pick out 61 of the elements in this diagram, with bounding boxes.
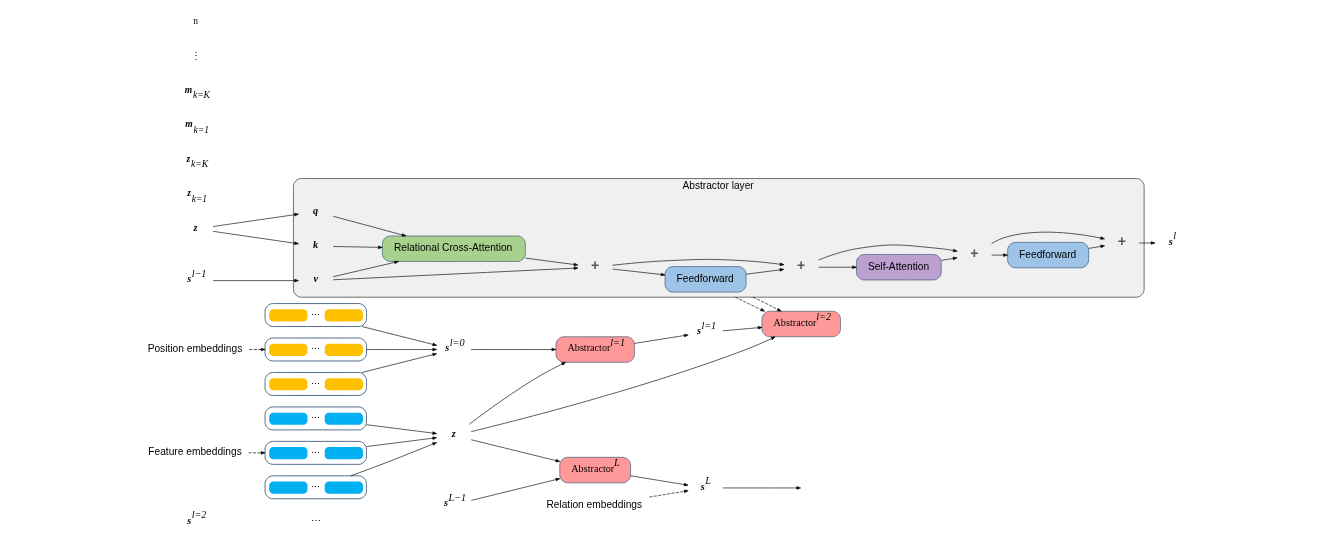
arrow bbox=[365, 436, 437, 447]
arrow bbox=[212, 213, 299, 227]
arrow bbox=[248, 347, 265, 352]
arrow bbox=[332, 245, 383, 249]
arrow bbox=[633, 333, 688, 344]
node-box: ⋯ bbox=[264, 372, 367, 396]
arrow bbox=[468, 362, 566, 425]
arrow bbox=[990, 253, 1008, 257]
node-text: + bbox=[1117, 232, 1126, 249]
arrow bbox=[247, 451, 265, 455]
node-text: + bbox=[590, 257, 599, 274]
node-text: Relation embeddings bbox=[545, 499, 642, 511]
node-box: ⋯ bbox=[264, 303, 367, 327]
arrow bbox=[470, 347, 556, 352]
node-text: + bbox=[969, 245, 978, 262]
arrow bbox=[470, 439, 560, 463]
arrow bbox=[817, 265, 857, 269]
node-box: Feedforward bbox=[1006, 242, 1089, 269]
arrow bbox=[1088, 244, 1105, 249]
arrow bbox=[524, 257, 578, 267]
arrow bbox=[212, 278, 299, 283]
arrow bbox=[990, 231, 1105, 244]
node-box: Feedforward bbox=[664, 266, 746, 293]
arrow bbox=[332, 266, 578, 281]
arrow bbox=[940, 256, 957, 261]
node-text: v bbox=[313, 273, 318, 285]
arrow bbox=[734, 296, 765, 312]
arrow bbox=[817, 244, 957, 261]
arrow bbox=[365, 424, 437, 435]
node-text: z bbox=[451, 428, 456, 440]
node-box: ⋯ bbox=[264, 337, 367, 362]
arrow bbox=[470, 336, 775, 432]
label: ⋯ bbox=[310, 515, 321, 526]
node-box: ⋯ bbox=[264, 406, 367, 431]
node-text: Position embeddings bbox=[147, 342, 242, 354]
arrow bbox=[212, 231, 299, 245]
arrow bbox=[1138, 241, 1155, 245]
arrow bbox=[722, 326, 762, 332]
arrow bbox=[611, 268, 665, 277]
arrow bbox=[361, 326, 437, 346]
node-text: z bbox=[193, 221, 198, 233]
arrow bbox=[752, 296, 781, 312]
arrow bbox=[722, 486, 801, 490]
node-box: Self-Attention bbox=[855, 254, 942, 281]
arrow bbox=[332, 260, 399, 277]
node-text: k bbox=[312, 238, 318, 250]
node-box: ⋯ bbox=[264, 475, 367, 500]
node-text: + bbox=[796, 257, 805, 274]
arrow bbox=[629, 475, 688, 487]
arrow bbox=[648, 489, 688, 498]
node-text: Feature embeddings bbox=[147, 446, 242, 458]
arrow bbox=[365, 347, 437, 352]
label: n bbox=[192, 15, 198, 27]
node-text: q bbox=[312, 204, 318, 216]
arrow bbox=[361, 353, 437, 373]
arrow bbox=[611, 259, 784, 266]
arrow bbox=[470, 477, 560, 501]
arrow bbox=[745, 268, 784, 275]
node-box: ⋯ bbox=[264, 440, 367, 465]
label: ⋮ bbox=[190, 49, 201, 61]
arrow bbox=[332, 215, 406, 237]
